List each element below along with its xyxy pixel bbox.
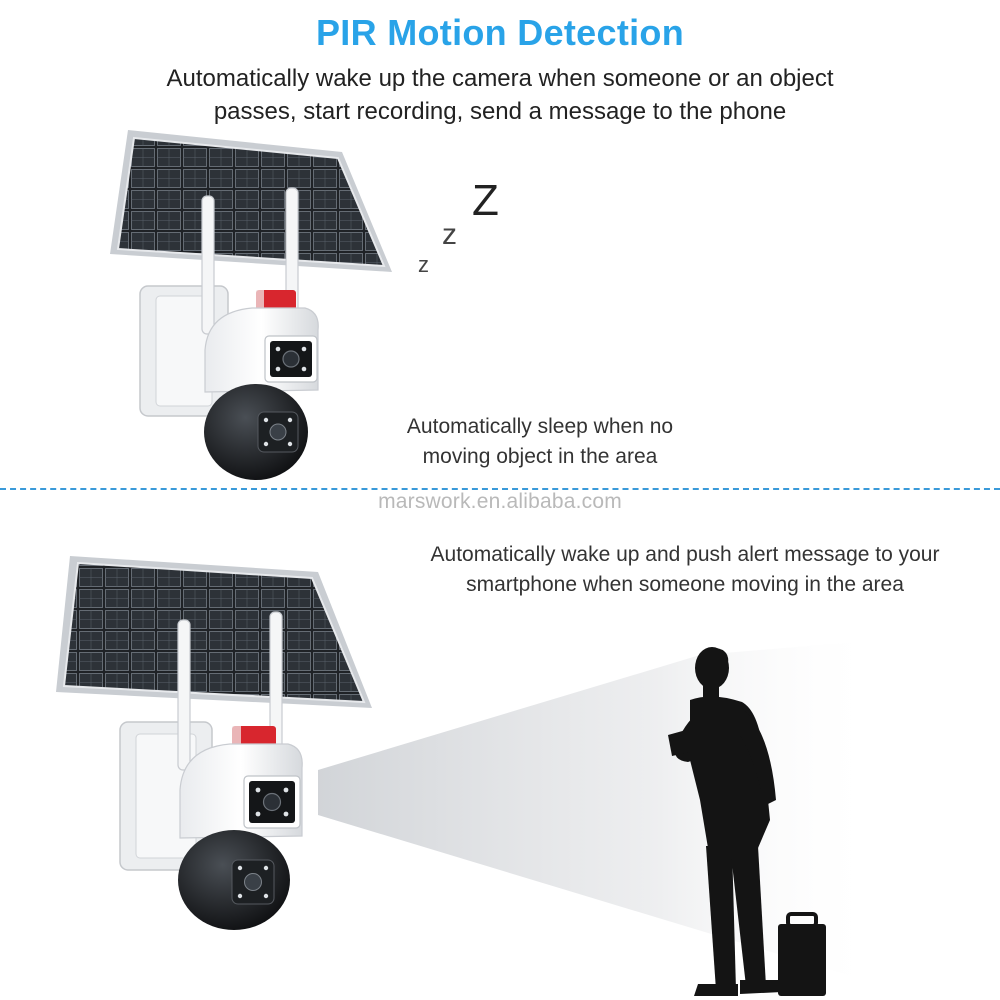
solar-panel-icon <box>56 556 372 708</box>
antenna-left <box>201 195 215 335</box>
sleep-letter-large: Z <box>472 176 499 225</box>
wake-caption-line-2: smartphone when someone moving in the ar… <box>466 573 904 596</box>
sleep-letter-medium: z <box>442 218 457 251</box>
briefcase-icon <box>778 912 826 996</box>
subtitle-line-1: Automatically wake up the camera when so… <box>166 65 834 92</box>
sleep-letter-small: z <box>418 252 429 277</box>
subtitle-line-2: passes, start recording, send a message … <box>213 98 787 125</box>
sleep-caption: Automatically sleep when no moving objec… <box>340 412 740 472</box>
section-divider <box>0 488 1000 490</box>
page-subtitle: Automatically wake up the camera when so… <box>80 62 920 128</box>
watermark: marswork.en.alibaba.com <box>378 490 622 513</box>
wake-caption-line-1: Automatically wake up and push alert mes… <box>430 543 940 566</box>
antenna-left <box>177 619 191 771</box>
wake-caption: Automatically wake up and push alert mes… <box>370 540 1000 600</box>
solar-panel-icon <box>110 130 392 272</box>
sleep-caption-line-1: Automatically sleep when no <box>406 415 674 438</box>
person-silhouette-icon <box>668 647 782 996</box>
page-title: PIR Motion Detection <box>316 12 684 53</box>
camera-sleeping <box>110 130 392 480</box>
sleep-caption-line-2: moving object in the area <box>422 445 658 468</box>
camera-dome <box>204 384 308 480</box>
